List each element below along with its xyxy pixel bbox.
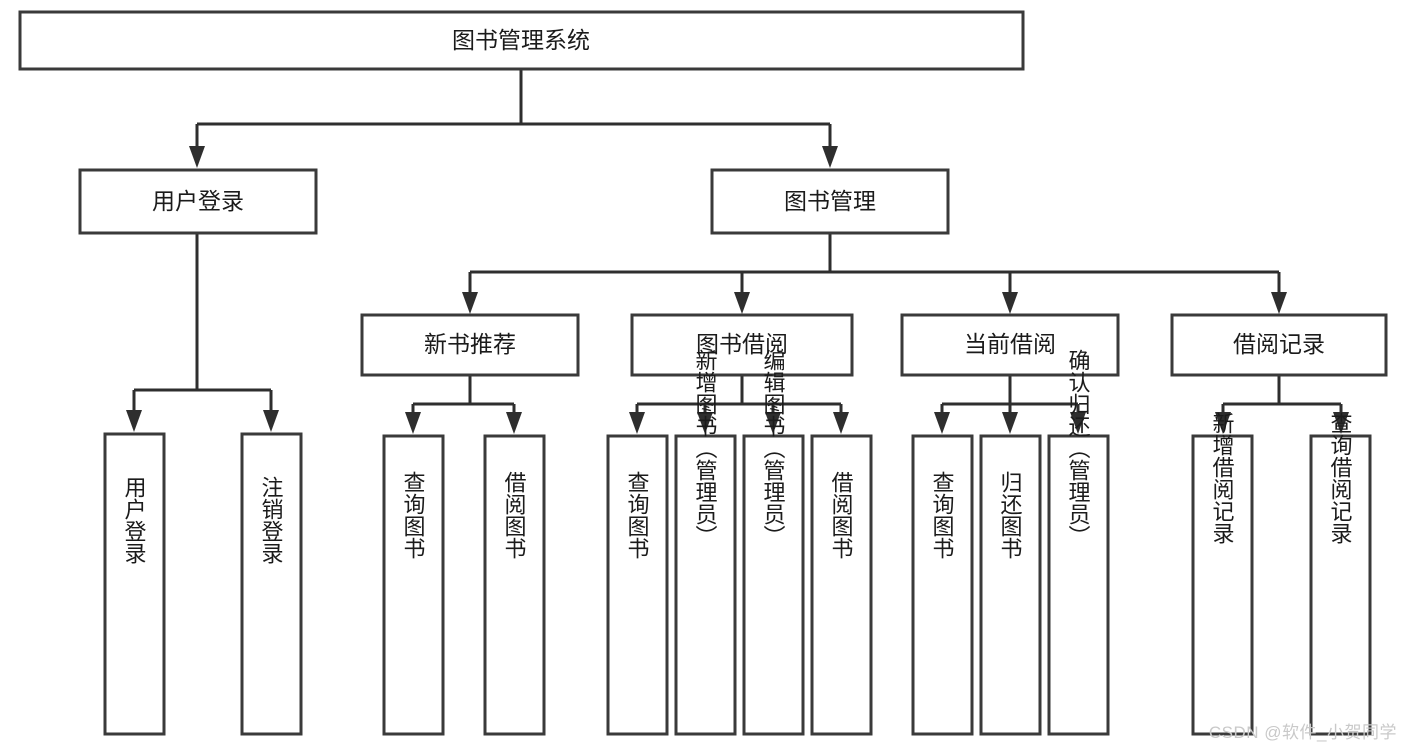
node-leaf-return-book-label: 归还图书 [998, 471, 1023, 559]
node-leaf-add-record[interactable]: 新增借阅记录 [1191, 412, 1254, 736]
node-leaf-query-book-2-box[interactable] [606, 434, 669, 736]
node-leaf-edit-book[interactable]: 编辑图书（管理员） [742, 349, 805, 736]
node-leaf-add-record-box[interactable] [1191, 434, 1254, 736]
node-leaf-logout-box[interactable] [240, 432, 303, 736]
node-leaf-query-book-3-label: 查询图书 [930, 471, 955, 559]
node-leaf-borrow-book-1[interactable]: 借阅图书 [483, 434, 546, 736]
node-new-book-rec[interactable]: 新书推荐 [360, 313, 580, 377]
arrowhead-leaf-borrow-book-2 [833, 412, 849, 434]
node-leaf-edit-book-label: 编辑图书（管理员） [761, 349, 786, 547]
node-leaf-query-record-box[interactable] [1309, 434, 1372, 736]
node-root-label: 图书管理系统 [452, 27, 590, 53]
node-new-book-rec-label: 新书推荐 [424, 331, 516, 357]
node-leaf-confirm-return-label: 确认归还（管理员） [1066, 349, 1091, 547]
arrowhead-leaf-query-book-2 [629, 412, 645, 434]
node-leaf-user-login[interactable]: 用户登录 [103, 432, 166, 736]
node-leaf-query-book-1-box[interactable] [382, 434, 445, 736]
arrowhead-leaf-borrow-book-1 [506, 412, 522, 434]
arrowhead-leaf-query-record [1333, 412, 1349, 434]
arrowhead-leaf-logout [263, 410, 279, 432]
arrowhead-user-login [189, 146, 205, 168]
node-current-borrow-label: 当前借阅 [964, 331, 1056, 357]
arrowhead-leaf-add-book [697, 412, 713, 434]
arrowhead-book-manage [822, 146, 838, 168]
node-book-borrow[interactable]: 图书借阅 [630, 313, 854, 377]
node-leaf-query-book-1-label: 查询图书 [401, 471, 426, 559]
node-leaf-user-login-label: 用户登录 [122, 476, 147, 564]
node-book-manage[interactable]: 图书管理 [710, 168, 950, 235]
arrowhead-current-borrow [1002, 292, 1018, 314]
node-leaf-query-book-2-label: 查询图书 [625, 471, 650, 559]
node-borrow-record[interactable]: 借阅记录 [1170, 313, 1388, 377]
node-leaf-confirm-return[interactable]: 确认归还（管理员） [1047, 349, 1110, 736]
node-new-book-rec-box[interactable] [360, 313, 580, 377]
arrowhead-leaf-query-book-1 [405, 412, 421, 434]
node-leaf-add-book-box[interactable] [674, 434, 737, 736]
node-leaf-query-book-3-box[interactable] [911, 434, 974, 736]
node-leaf-user-login-box[interactable] [103, 432, 166, 736]
node-leaf-borrow-book-2-box[interactable] [810, 434, 873, 736]
node-book-manage-box[interactable] [710, 168, 950, 235]
node-leaf-add-book[interactable]: 新增图书（管理员） [674, 349, 737, 736]
node-leaf-query-book-3[interactable]: 查询图书 [911, 434, 974, 736]
node-leaf-query-record[interactable]: 查询借阅记录 [1309, 412, 1372, 736]
node-leaf-query-record-label: 查询借阅记录 [1328, 412, 1353, 544]
node-leaf-return-book[interactable]: 归还图书 [979, 434, 1042, 736]
arrowhead-leaf-add-record [1215, 412, 1231, 434]
node-user-login[interactable]: 用户登录 [78, 168, 318, 235]
connector-layer [126, 69, 1349, 434]
node-leaf-logout-label: 注销登录 [259, 476, 284, 564]
node-borrow-record-label: 借阅记录 [1233, 331, 1325, 357]
arrowhead-leaf-query-book-3 [934, 412, 950, 434]
node-leaf-borrow-book-2[interactable]: 借阅图书 [810, 434, 873, 736]
node-leaf-borrow-book-1-label: 借阅图书 [502, 471, 527, 559]
arrowhead-leaf-user-login [126, 410, 142, 432]
node-leaf-logout[interactable]: 注销登录 [240, 432, 303, 736]
node-book-borrow-label: 图书借阅 [696, 331, 788, 357]
arrowhead-new-book-rec [462, 292, 478, 314]
node-leaf-confirm-return-box[interactable] [1047, 434, 1110, 736]
node-leaf-borrow-book-2-label: 借阅图书 [829, 471, 854, 559]
node-leaf-query-book-2[interactable]: 查询图书 [606, 434, 669, 736]
arrowhead-borrow-record [1271, 292, 1287, 314]
node-current-borrow-box[interactable] [900, 313, 1120, 377]
node-leaf-edit-book-box[interactable] [742, 434, 805, 736]
arrowhead-leaf-confirm-return [1070, 412, 1086, 434]
node-leaf-query-book-1[interactable]: 查询图书 [382, 434, 445, 736]
node-user-login-box[interactable] [78, 168, 318, 235]
node-book-manage-label: 图书管理 [784, 188, 876, 214]
arrowhead-leaf-return-book [1002, 412, 1018, 434]
csdn-watermark: CSDN @软件_小贺同学 [1208, 723, 1397, 742]
node-leaf-return-book-box[interactable] [979, 434, 1042, 736]
node-leaf-borrow-book-1-box[interactable] [483, 434, 546, 736]
node-user-login-label: 用户登录 [152, 188, 244, 214]
node-root[interactable]: 图书管理系统 [18, 10, 1025, 71]
arrowhead-leaf-edit-book [765, 412, 781, 434]
node-leaf-add-record-label: 新增借阅记录 [1210, 412, 1235, 544]
arrowhead-book-borrow [734, 292, 750, 314]
node-borrow-record-box[interactable] [1170, 313, 1388, 377]
node-book-borrow-box[interactable] [630, 313, 854, 377]
node-root-box[interactable] [18, 10, 1025, 71]
node-current-borrow[interactable]: 当前借阅 [900, 313, 1120, 377]
node-leaf-add-book-label: 新增图书（管理员） [693, 349, 718, 547]
